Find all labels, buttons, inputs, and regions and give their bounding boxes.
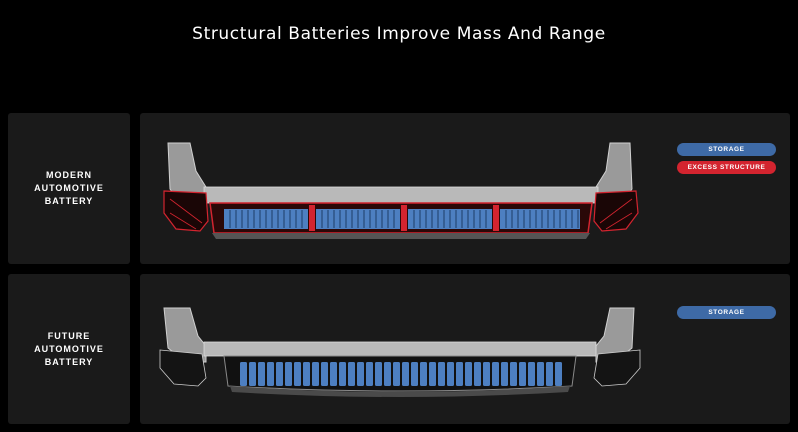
battery-cell	[276, 362, 283, 386]
cell-separators	[229, 210, 579, 228]
battery-cell	[330, 362, 337, 386]
floor-panel	[203, 186, 599, 204]
battery-cells	[240, 362, 562, 386]
battery-cell	[249, 362, 256, 386]
battery-cell	[312, 362, 319, 386]
battery-cell	[258, 362, 265, 386]
battery-cell	[366, 362, 373, 386]
battery-cell	[501, 362, 508, 386]
battery-cell	[321, 362, 328, 386]
battery-cell	[465, 362, 472, 386]
battery-cell	[483, 362, 490, 386]
pack-bottom-cover	[230, 386, 570, 397]
modern-battery-label-card: MODERN AUTOMOTIVE BATTERY	[8, 113, 130, 264]
future-battery-label: FUTURE AUTOMOTIVE BATTERY	[34, 330, 104, 367]
legend-excess-structure-pill: EXCESS STRUCTURE	[677, 161, 776, 174]
battery-cell	[240, 362, 247, 386]
battery-cell	[402, 362, 409, 386]
modern-battery-label: MODERN AUTOMOTIVE BATTERY	[34, 170, 104, 206]
battery-cell	[357, 362, 364, 386]
battery-cell	[384, 362, 391, 386]
battery-cell	[528, 362, 535, 386]
battery-cell	[393, 362, 400, 386]
future-battery-panel: STORAGE	[140, 274, 790, 424]
battery-cell	[411, 362, 418, 386]
battery-cell	[285, 362, 292, 386]
future-battery-label-card: FUTURE AUTOMOTIVE BATTERY	[8, 274, 130, 424]
future-battery-diagram	[159, 307, 641, 397]
cross-members-excess-structure	[309, 205, 499, 231]
battery-cell	[555, 362, 562, 386]
battery-cell	[348, 362, 355, 386]
battery-cell	[546, 362, 553, 386]
battery-cell	[267, 362, 274, 386]
battery-cell	[303, 362, 310, 386]
pack-bottom-cover	[212, 233, 590, 239]
battery-cell	[438, 362, 445, 386]
battery-cell	[447, 362, 454, 386]
left-sill	[159, 349, 207, 387]
battery-cell	[375, 362, 382, 386]
battery-cell	[339, 362, 346, 386]
legend-storage-pill: STORAGE	[677, 306, 776, 319]
battery-cell	[294, 362, 301, 386]
legend-storage-pill: STORAGE	[677, 143, 776, 156]
battery-cell	[456, 362, 463, 386]
battery-cell	[429, 362, 436, 386]
battery-cell	[492, 362, 499, 386]
battery-cell	[474, 362, 481, 386]
battery-cell	[510, 362, 517, 386]
right-sill	[593, 349, 641, 387]
battery-cell	[519, 362, 526, 386]
battery-cell	[420, 362, 427, 386]
floor-panel	[203, 341, 597, 357]
page-title: Structural Batteries Improve Mass And Ra…	[192, 24, 606, 44]
modern-battery-diagram	[163, 142, 639, 239]
battery-cell	[537, 362, 544, 386]
modern-battery-panel: STORAGE EXCESS STRUCTURE	[140, 113, 790, 264]
